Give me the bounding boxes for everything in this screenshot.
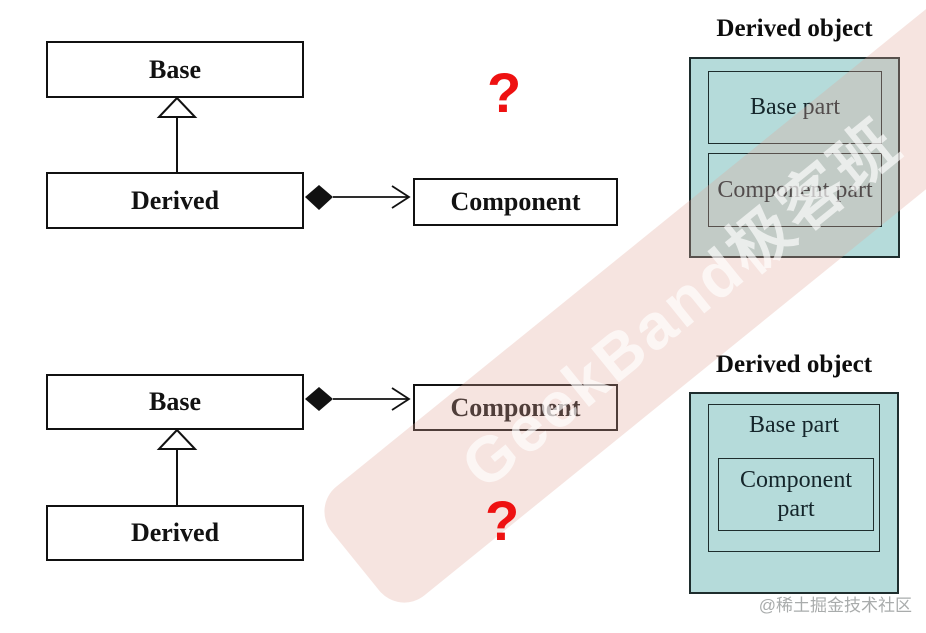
bottom-derived-class-box: Derived	[46, 505, 304, 561]
top-component-class-label: Component	[450, 187, 581, 216]
composition-link-bottom	[305, 387, 411, 411]
bottom-memory-component-part-label: Component part	[740, 466, 852, 522]
top-memory-base-part-box: Base part	[708, 71, 882, 144]
top-memory-component-part-label: Component part	[717, 176, 873, 203]
bottom-memory-object-box: Base part Component part	[689, 392, 899, 594]
composition-link-top	[305, 185, 411, 210]
bottom-memory-component-part-box: Component part	[718, 458, 874, 531]
inheritance-arrow-top	[156, 96, 198, 172]
top-memory-title: Derived object	[716, 15, 873, 42]
bottom-component-class-label: Component	[450, 392, 581, 422]
top-memory-base-part-label: Base part	[750, 94, 840, 121]
composition-diamond-icon	[305, 387, 333, 411]
top-memory-object-box: Base part Component part	[689, 57, 900, 258]
top-derived-class-box: Derived	[46, 172, 304, 229]
footer-credit: @稀土掘金技术社区	[758, 596, 912, 615]
top-memory-component-part-box: Component part	[708, 153, 882, 227]
top-question-mark: ?	[487, 61, 522, 124]
inheritance-arrow-bottom	[156, 428, 198, 505]
top-base-class-box: Base	[46, 41, 304, 98]
top-derived-class-label: Derived	[130, 185, 220, 215]
open-arrowhead-icon	[391, 185, 411, 209]
bottom-question-mark: ?	[485, 489, 520, 552]
top-component-class-box: Component	[413, 178, 618, 226]
bottom-derived-class-label: Derived	[130, 518, 220, 547]
composition-diamond-icon	[305, 185, 333, 210]
bottom-component-class-box: Component	[413, 384, 618, 431]
bottom-memory-title: Derived object	[715, 351, 873, 378]
bottom-base-class-box: Base	[46, 374, 304, 430]
top-base-class-label: Base	[149, 54, 201, 84]
bottom-memory-base-part-label: Base part	[749, 412, 839, 438]
bottom-base-class-label: Base	[149, 387, 201, 416]
open-arrowhead-icon	[391, 387, 411, 411]
